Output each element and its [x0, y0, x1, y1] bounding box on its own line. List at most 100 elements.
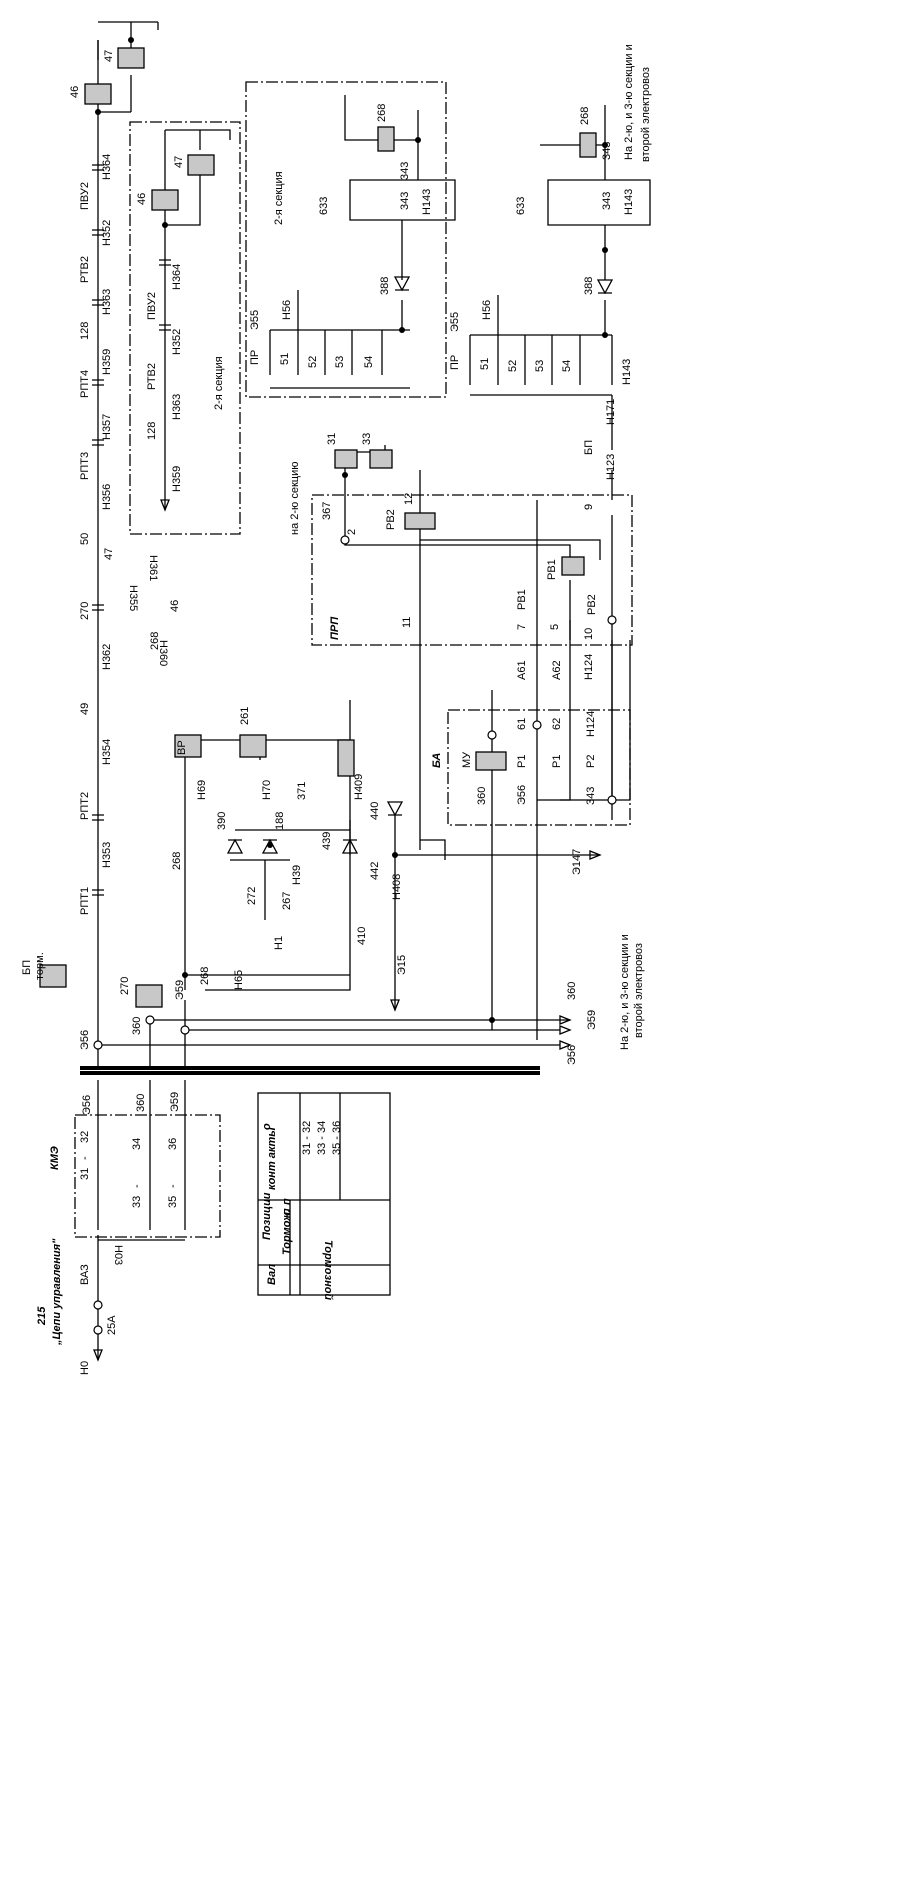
- label: Н123: [605, 454, 617, 480]
- label: РПТ1: [79, 887, 91, 915]
- label: Э147: [571, 849, 583, 875]
- legend-table: Вал Позиции конт акты Тормож. п п о 31 -…: [261, 1121, 343, 1301]
- label: Э56: [566, 1045, 578, 1065]
- label: 215: [36, 1306, 48, 1326]
- label: ВР: [176, 740, 188, 755]
- label: Н143: [621, 359, 633, 385]
- label: РВ1: [516, 589, 528, 610]
- label: МУ: [461, 751, 473, 768]
- coil-rv2: [404, 512, 436, 530]
- label: 52: [307, 356, 319, 368]
- label: 388: [379, 277, 391, 295]
- label: Э56: [81, 1095, 93, 1115]
- legend-shaft-name: Тормозной: [322, 1240, 334, 1300]
- label: 268: [579, 107, 591, 125]
- labels: 46 47 ПВУ2 Н364 Н352 РТВ2 Н363 128 РПТ4 …: [21, 44, 652, 1375]
- label: 360: [135, 1094, 147, 1112]
- label: Э55: [449, 312, 461, 332]
- label: РВ2: [586, 594, 598, 615]
- label: Н56: [481, 300, 493, 320]
- label: 442: [369, 862, 381, 880]
- label: Н408: [391, 874, 403, 900]
- legend-row-0: 31 - 32: [301, 1121, 313, 1155]
- label: 270: [79, 602, 91, 620]
- label: РТВ2: [146, 363, 158, 390]
- label: 25А: [106, 1315, 118, 1335]
- label: 633: [318, 197, 330, 215]
- coil-rv1: [561, 556, 585, 576]
- coil-vr: [174, 734, 202, 758]
- label: Н353: [101, 842, 113, 868]
- label: ПРП: [329, 616, 341, 640]
- label: Э15: [396, 955, 408, 975]
- label: Н361: [147, 555, 159, 581]
- label: 360: [476, 787, 488, 805]
- label: на 2-ю секцию: [289, 462, 301, 535]
- label: „Цепи управления": [51, 1238, 63, 1346]
- legend-position-1: п: [281, 1208, 293, 1215]
- label: 272: [246, 887, 258, 905]
- label: 50: [79, 533, 91, 545]
- label: А61: [516, 660, 528, 680]
- label: Н69: [196, 780, 208, 800]
- label: На 2-ю, и 3-ю секции и: [623, 44, 635, 160]
- label: Р1: [516, 755, 528, 768]
- label: Н0: [79, 1361, 91, 1375]
- label: 270: [119, 977, 131, 995]
- label: 128: [146, 422, 158, 440]
- label: Н70: [261, 780, 273, 800]
- diode-440: [386, 801, 404, 817]
- diode-439: [341, 838, 359, 854]
- label: 32: [79, 1131, 91, 1143]
- label: 633: [515, 197, 527, 215]
- diode-388-sec2: [393, 276, 411, 292]
- label: 2-я секция: [273, 171, 285, 225]
- label: 53: [334, 356, 346, 368]
- label: Н124: [585, 711, 597, 737]
- label: Н352: [171, 329, 183, 355]
- label: Н65: [233, 970, 245, 990]
- label: Р1: [551, 755, 563, 768]
- label: 35: [167, 1196, 179, 1208]
- label: Н143: [623, 189, 635, 215]
- label: 51: [279, 353, 291, 365]
- label: ПР: [249, 350, 261, 365]
- label: Н352: [101, 220, 113, 246]
- label: 128: [79, 322, 91, 340]
- coil-371: [337, 739, 355, 777]
- label: 47: [173, 156, 185, 168]
- label: 268: [171, 852, 183, 870]
- label: 268: [149, 632, 161, 650]
- coil-46: [84, 83, 112, 105]
- label: 360: [131, 1017, 143, 1035]
- label: 440: [369, 802, 381, 820]
- label: Н364: [101, 154, 113, 180]
- label: 9: [583, 504, 595, 510]
- label: Н357: [101, 414, 113, 440]
- label: Э59: [174, 980, 186, 1000]
- coil-270: [135, 984, 163, 1008]
- label: 54: [561, 360, 573, 372]
- label: торм.: [34, 952, 46, 980]
- label: БП: [21, 960, 33, 975]
- label: Э56: [79, 1030, 91, 1050]
- legend-position-0: Тормож.: [281, 1210, 293, 1255]
- label: 10: [583, 628, 595, 640]
- label: 439: [321, 832, 333, 850]
- label: Н359: [101, 349, 113, 375]
- label: Н360: [157, 640, 169, 666]
- label: Н364: [171, 264, 183, 290]
- label: 343: [399, 192, 411, 210]
- label: 12: [403, 493, 415, 505]
- label: 33: [361, 433, 373, 445]
- label: Э59: [586, 1010, 598, 1030]
- legend-row-1: 33 - 34: [316, 1121, 328, 1155]
- coil-47-sec2: [187, 154, 215, 176]
- label: 343: [601, 142, 613, 160]
- label: 31: [326, 433, 338, 445]
- legend-position-2: п: [281, 1198, 293, 1205]
- label: 5: [549, 624, 561, 630]
- label: 49: [79, 703, 91, 715]
- label: 62: [551, 718, 563, 730]
- label: 36: [167, 1138, 179, 1150]
